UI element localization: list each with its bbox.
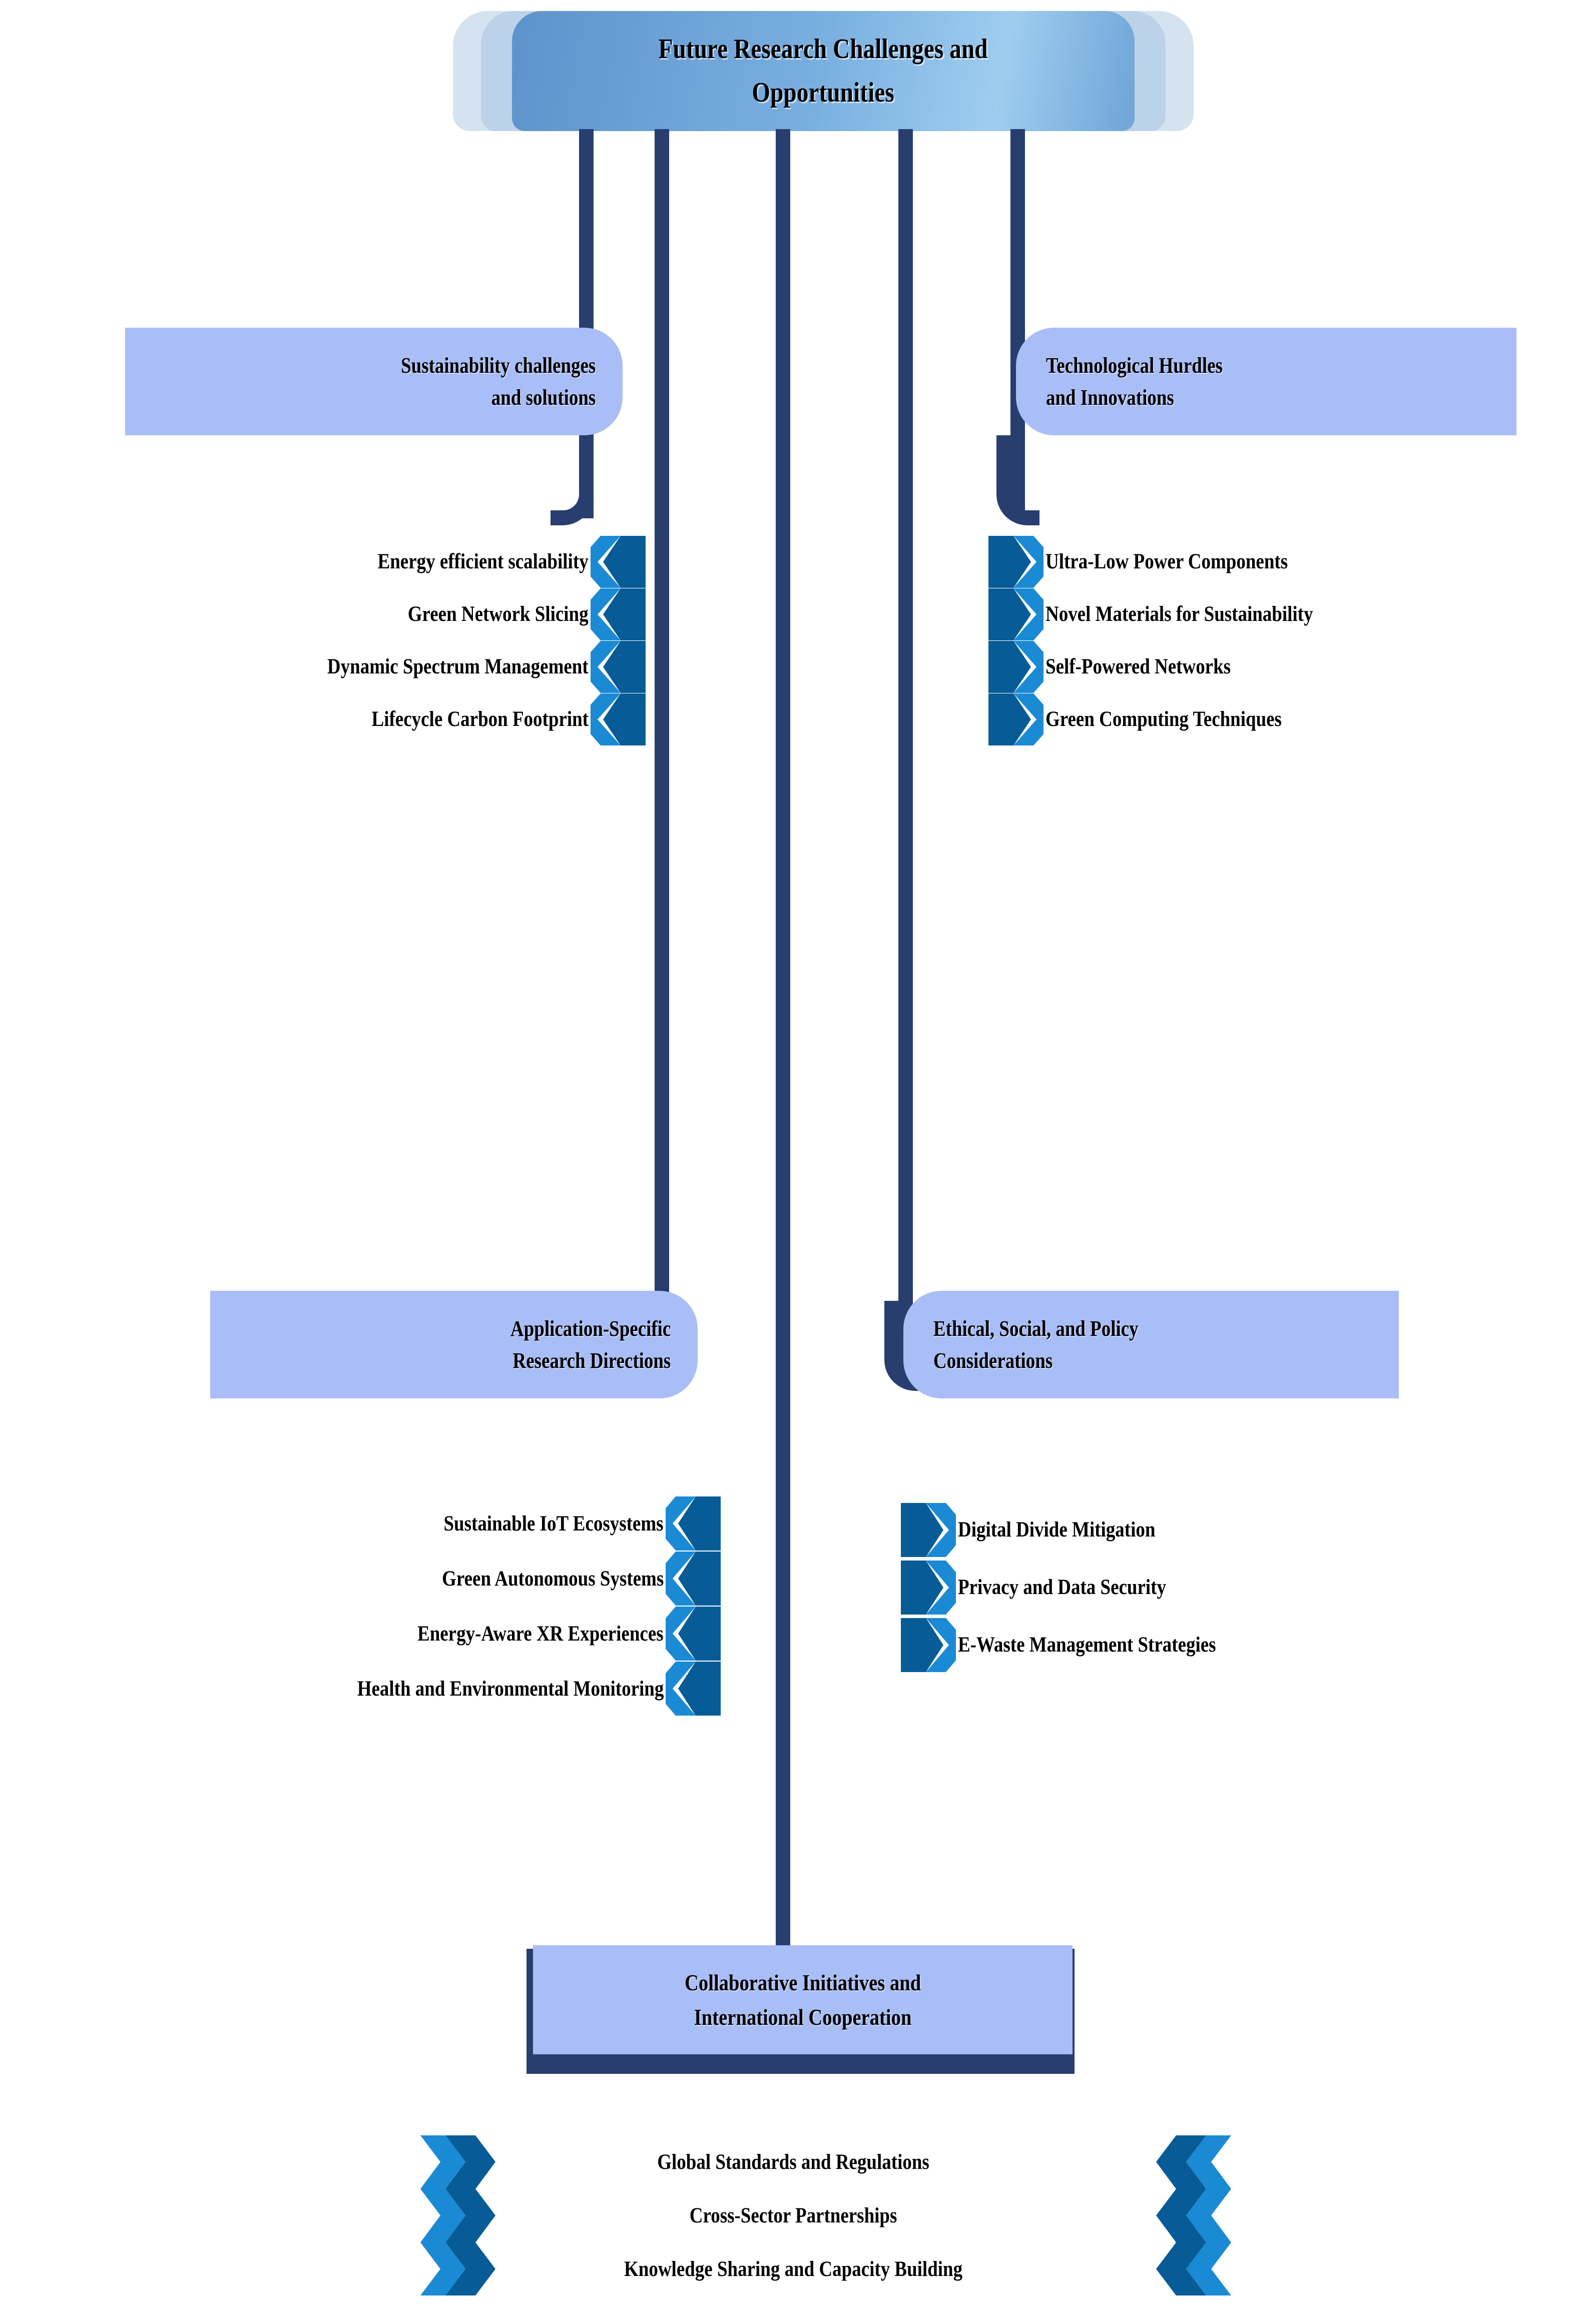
bullet-list-ethical: Digital Divide Mitigation Privacy and Da… bbox=[901, 1501, 1491, 1674]
list-item[interactable]: Green Autonomous Systems bbox=[20, 1551, 721, 1606]
chevron-right-icon bbox=[901, 1560, 956, 1615]
bullet-list-sustainability: Energy efficient scalability Green Netwo… bbox=[30, 535, 646, 745]
branch-header-sustainability[interactable]: Sustainability challenges and solutions bbox=[125, 328, 623, 435]
list-item-label: Green Computing Techniques bbox=[1045, 707, 1282, 731]
list-item-label: E-Waste Management Strategies bbox=[958, 1633, 1216, 1657]
list-item-label: Ultra-Low Power Components bbox=[1045, 550, 1288, 573]
list-item-label: Knowledge Sharing and Capacity Building bbox=[624, 2257, 963, 2281]
list-item[interactable]: Sustainable IoT Ecosystems bbox=[20, 1496, 721, 1551]
branch-header-collaborative-label: Collaborative Initiatives and Internatio… bbox=[684, 1970, 921, 2030]
bullet-list-technological: Ultra-Low Power Components Novel Materia… bbox=[988, 535, 1554, 745]
bullet-list-application: Sustainable IoT Ecosystems Green Autonom… bbox=[20, 1496, 721, 1716]
list-item-label: Sustainable IoT Ecosystems bbox=[443, 1511, 664, 1535]
chevron-right-icon bbox=[988, 640, 1043, 693]
branch-header-sustainability-label: Sustainability challenges and solutions bbox=[400, 353, 596, 410]
connector-elbow-ethical bbox=[884, 1301, 927, 1391]
chevron-left-icon bbox=[666, 1552, 721, 1606]
chevron-right-icon bbox=[901, 1502, 956, 1557]
chevron-left-icon bbox=[591, 693, 646, 745]
chevron-left-icon bbox=[666, 1607, 721, 1661]
list-item[interactable]: Self-Powered Networks bbox=[988, 640, 1554, 693]
branch-header-ethical[interactable]: Ethical, Social, and Policy Consideratio… bbox=[903, 1291, 1399, 1398]
chevron-left-icon bbox=[591, 640, 646, 693]
connector-bar-technological bbox=[1010, 129, 1025, 518]
list-item[interactable]: Green Network Slicing bbox=[30, 588, 646, 640]
list-item-label: Green Autonomous Systems bbox=[441, 1567, 664, 1591]
list-item[interactable]: Lifecycle Carbon Footprint bbox=[30, 693, 646, 745]
list-item[interactable]: Dynamic Spectrum Management bbox=[30, 640, 646, 693]
title-banner: Future Research Challenges and Opportuni… bbox=[453, 11, 1194, 131]
list-item[interactable]: Privacy and Data Security bbox=[901, 1559, 1491, 1616]
chevron-left-icon bbox=[591, 588, 646, 640]
list-item-label: Privacy and Data Security bbox=[958, 1576, 1166, 1599]
chevron-left-icon bbox=[591, 535, 646, 588]
list-item-label: Novel Materials for Sustainability bbox=[1045, 602, 1313, 626]
list-item-label: Cross-Sector Partnerships bbox=[689, 2204, 897, 2227]
chevron-right-icon bbox=[988, 588, 1043, 640]
list-item[interactable]: Health and Environmental Monitoring bbox=[20, 1661, 721, 1716]
banner-inner-layer: Future Research Challenges and Opportuni… bbox=[512, 11, 1135, 131]
branch-header-ethical-label: Ethical, Social, and Policy Consideratio… bbox=[933, 1316, 1139, 1373]
list-item-label: Health and Environmental Monitoring bbox=[357, 1677, 664, 1701]
list-item[interactable]: E-Waste Management Strategies bbox=[901, 1616, 1491, 1674]
connector-bar-application bbox=[655, 129, 669, 1380]
chevron-column-left-icon bbox=[420, 2135, 495, 2295]
chevron-column-right-icon bbox=[1156, 2135, 1231, 2295]
connector-bar-collaborative bbox=[776, 129, 790, 1950]
list-item-label: Dynamic Spectrum Management bbox=[327, 655, 589, 678]
branch-header-application-label: Application-Specific Research Directions bbox=[510, 1316, 671, 1373]
branch-header-technological-label: Technological Hurdles and Innovations bbox=[1046, 353, 1223, 410]
list-item[interactable]: Ultra-Low Power Components bbox=[988, 535, 1554, 588]
chevron-left-icon bbox=[666, 1496, 721, 1551]
list-item-label: Self-Powered Networks bbox=[1045, 655, 1231, 678]
list-item-label: Green Network Slicing bbox=[408, 602, 589, 626]
connector-bar-ethical bbox=[898, 129, 913, 1380]
connector-elbow-sustainability bbox=[551, 435, 594, 525]
list-item[interactable]: Digital Divide Mitigation bbox=[901, 1501, 1491, 1559]
page-title: Future Research Challenges and Opportuni… bbox=[659, 34, 988, 108]
chevron-right-icon bbox=[988, 535, 1043, 588]
branch-header-technological[interactable]: Technological Hurdles and Innovations bbox=[1016, 328, 1516, 435]
list-item[interactable]: Cross-Sector Partnerships bbox=[673, 2189, 914, 2242]
branch-header-collaborative[interactable]: Collaborative Initiatives and Internatio… bbox=[533, 1945, 1073, 2054]
list-item-label: Energy efficient scalability bbox=[377, 550, 589, 573]
list-item[interactable]: Energy-Aware XR Experiences bbox=[20, 1606, 721, 1661]
chevron-right-icon bbox=[988, 693, 1043, 745]
list-item-label: Energy-Aware XR Experiences bbox=[417, 1622, 664, 1646]
list-item-label: Global Standards and Regulations bbox=[657, 2150, 929, 2174]
chevron-right-icon bbox=[901, 1618, 956, 1672]
list-item[interactable]: Energy efficient scalability bbox=[30, 535, 646, 588]
branch-header-application[interactable]: Application-Specific Research Directions bbox=[210, 1291, 698, 1398]
bullet-list-collaborative: Global Standards and Regulations Cross-S… bbox=[531, 2135, 1056, 2296]
chevron-left-icon bbox=[666, 1662, 721, 1716]
list-item[interactable]: Green Computing Techniques bbox=[988, 693, 1554, 745]
connector-elbow-technological bbox=[996, 435, 1039, 525]
list-item[interactable]: Global Standards and Regulations bbox=[635, 2135, 951, 2189]
list-item[interactable]: Knowledge Sharing and Capacity Building bbox=[597, 2242, 990, 2296]
list-item-label: Digital Divide Mitigation bbox=[958, 1518, 1156, 1541]
list-item[interactable]: Novel Materials for Sustainability bbox=[988, 588, 1554, 640]
list-item-label: Lifecycle Carbon Footprint bbox=[371, 707, 589, 731]
